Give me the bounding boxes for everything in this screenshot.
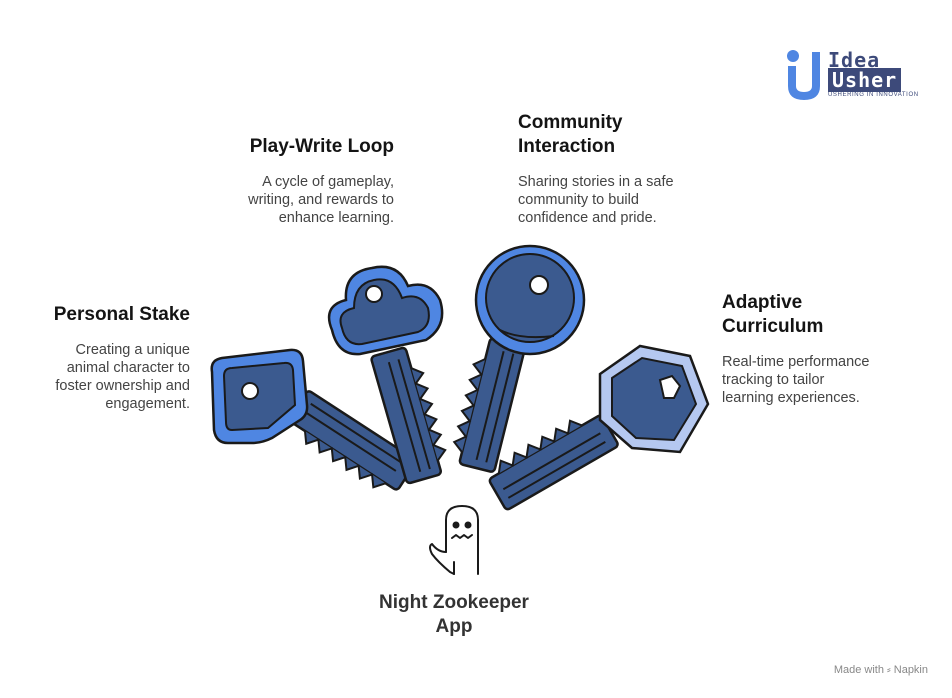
item-play-write: Play-Write Loop A cycle of gameplay, wri… [190, 135, 394, 227]
item-description: A cycle of gameplay, writing, and reward… [248, 174, 394, 226]
item-community: Community Interaction Sharing stories in… [518, 111, 718, 227]
logo-tagline: USHERING IN INNOVATION [828, 92, 919, 98]
item-description: Sharing stories in a safe community to b… [518, 174, 674, 226]
logo-mark-icon [787, 50, 820, 100]
key-personal-stake [210, 348, 417, 491]
made-with-napkin: Made with ⸗ Napkin [833, 664, 928, 676]
item-title: Community Interaction [518, 112, 623, 157]
logo-line2: Usher [828, 68, 902, 92]
item-title: Play-Write Loop [249, 136, 394, 157]
center-title-block: Night Zookeeper App [354, 591, 554, 639]
item-description: Real-time performance tracking to tailor… [722, 354, 870, 406]
center-title: Night Zookeeper App [379, 592, 529, 637]
item-adaptive: Adaptive Curriculum Real-time performanc… [722, 291, 912, 407]
item-title: Adaptive Curriculum [722, 292, 824, 337]
key-community [452, 244, 586, 473]
item-personal-stake: Personal Stake Creating a unique animal … [24, 303, 190, 413]
idea-usher-logo-icon: Idea Usher USHERING IN INNOVATION [784, 48, 918, 102]
ghost-hand-icon [429, 505, 479, 575]
key-play-write [327, 265, 447, 485]
key-adaptive [488, 344, 710, 511]
item-description: Creating a unique animal character to fo… [55, 342, 190, 412]
item-title: Personal Stake [53, 304, 190, 325]
